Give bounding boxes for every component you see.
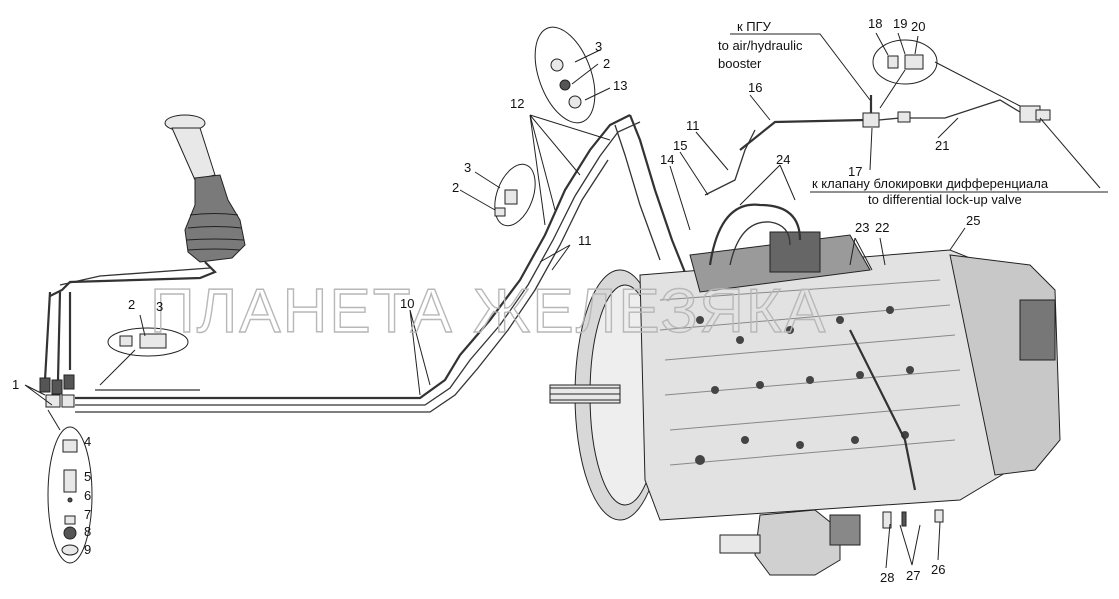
callout-11-lower: 11 <box>578 233 592 248</box>
callout-25: 25 <box>966 213 980 228</box>
callout-8: 8 <box>84 524 91 539</box>
callout-14: 14 <box>660 152 674 167</box>
callout-27: 27 <box>906 568 920 583</box>
callout-4: 4 <box>84 434 91 449</box>
callout-16: 16 <box>748 80 762 95</box>
gear-lever <box>43 114 246 381</box>
callout-18: 18 <box>868 16 882 31</box>
note-diff-ru: к клапану блокировки дифференциала <box>812 176 1049 191</box>
callout-3-left: 3 <box>156 299 163 314</box>
callout-26: 26 <box>931 562 945 577</box>
callout-10: 10 <box>400 296 414 311</box>
note-pgu-ru: к ПГУ <box>737 19 772 34</box>
note-pgu-en-1: to air/hydraulic <box>718 38 803 53</box>
note-pgu-en-2: booster <box>718 56 762 71</box>
callout-9: 9 <box>84 542 91 557</box>
callout-28: 28 <box>880 570 894 585</box>
callout-11-upper: 11 <box>686 118 700 133</box>
callout-labels: 1 2 3 2 3 3 2 13 4 5 6 7 8 9 10 11 11 12… <box>12 16 980 585</box>
callout-22: 22 <box>875 220 889 235</box>
callout-12: 12 <box>510 96 524 111</box>
callout-3-mid: 3 <box>464 160 471 175</box>
leader-lines <box>24 32 1108 569</box>
callout-3-top: 3 <box>595 39 602 54</box>
callout-7: 7 <box>84 507 91 522</box>
note-diff-en: to differential lock-up valve <box>868 192 1022 207</box>
callout-2-mid: 2 <box>452 180 459 195</box>
booster-unit <box>719 509 944 576</box>
callout-21: 21 <box>935 138 949 153</box>
detail-insets <box>47 26 596 564</box>
watermark: ПЛАНЕТА ЖЕЛЕЗЯКА <box>150 277 827 346</box>
upper-right-pipes <box>704 39 1051 196</box>
callout-19: 19 <box>893 16 907 31</box>
callout-13: 13 <box>613 78 627 93</box>
callout-17: 17 <box>848 164 862 179</box>
callout-15: 15 <box>673 138 687 153</box>
callout-1: 1 <box>12 377 19 392</box>
callout-23: 23 <box>855 220 869 235</box>
callout-6: 6 <box>84 488 91 503</box>
destination-notes: к ПГУ to air/hydraulic booster к клапану… <box>718 19 1049 207</box>
transmission <box>549 203 1061 521</box>
callout-24: 24 <box>776 152 790 167</box>
callout-5: 5 <box>84 469 91 484</box>
callout-2-top: 2 <box>603 56 610 71</box>
left-fittings <box>39 374 75 408</box>
control-tubes <box>75 114 692 413</box>
callout-20: 20 <box>911 19 925 34</box>
callout-2-left: 2 <box>128 297 135 312</box>
